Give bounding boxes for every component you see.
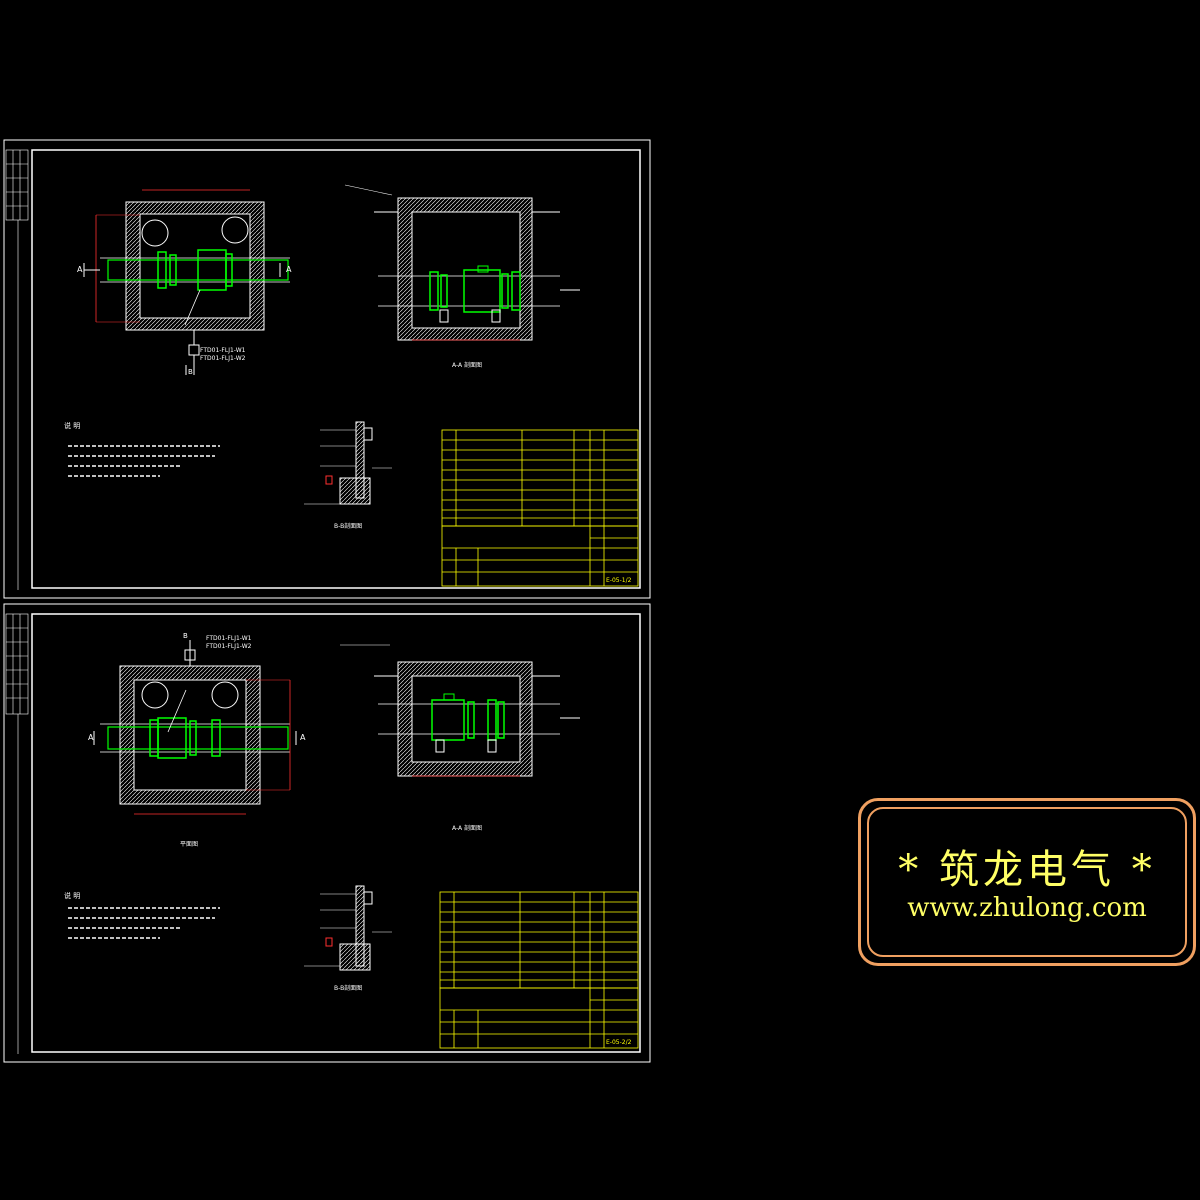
sheet-1-section-a-right: A — [286, 265, 292, 274]
sheet-2-inner-frame — [31, 613, 641, 1053]
sheet-2-cable-line-2: FTD01-FLJ1-W2 — [206, 643, 252, 650]
sheet-2-detail-title: B-B剖面图 — [334, 984, 362, 992]
sheet-2-section-a-right: A — [300, 733, 306, 742]
sheet-2-title-block — [439, 891, 639, 1049]
sheet-1-drawing-number: E-05-1/2 — [606, 577, 632, 584]
sheet-1-notes-title: 说 明 — [64, 421, 80, 430]
sheet-2-section-title: A-A 剖面图 — [452, 824, 482, 832]
sheet-2-detail-view: B-B剖面图 — [304, 885, 392, 992]
sheet-2-drawing-number: E-05-2/2 — [606, 1039, 632, 1046]
sheet-2: A A B FTD01-FLJ1-W1 FTD01-FLJ1-W2 平面图 — [3, 603, 651, 1063]
sheet-2-section-b: B — [183, 632, 188, 640]
sheet-2-section-a-left: A — [88, 733, 94, 742]
sheet-2-margin-stamp — [5, 613, 29, 1054]
sheet-1-cable-line-2: FTD01-FLJ1-W2 — [200, 355, 246, 362]
sheet-2-cable-line-1: FTD01-FLJ1-W1 — [206, 635, 252, 642]
sheet-1-detail-title: B-B剖面图 — [334, 522, 362, 530]
sheet-1-section-title: A-A 剖面图 — [452, 361, 482, 369]
sheet-2-plan-title: 平面图 — [180, 841, 198, 848]
sheet-2-notes: 说 明 — [64, 891, 220, 939]
sheet-1-cable-line-1: FTD01-FLJ1-W1 — [200, 347, 246, 354]
watermark-inner-border — [867, 807, 1187, 957]
sheet-1-plan-view: A A B FTD01-FLJ1-W1 FTD01-FLJ1-W2 — [77, 189, 292, 376]
watermark-title: * 筑龙电气 * — [898, 847, 1156, 893]
sheet-2-section-view: A-A 剖面图 — [340, 644, 580, 832]
sheet-1: A A B FTD01-FLJ1-W1 FTD01-FLJ1-W2 — [3, 139, 651, 599]
sheet-1-section-b: B — [188, 368, 193, 376]
sheet-1-section-view: A-A 剖面图 — [344, 184, 580, 369]
sheet-2-notes-title: 说 明 — [64, 891, 80, 900]
sheet-2-plan-view: A A B FTD01-FLJ1-W1 FTD01-FLJ1-W2 平面图 — [88, 632, 306, 848]
sheet-1-notes: 说 明 — [64, 421, 220, 477]
sheet-1-margin-stamp — [5, 149, 29, 590]
sheet-1-section-a-left: A — [77, 265, 83, 274]
sheet-1-outer-frame — [3, 139, 651, 599]
watermark-url: www.zhulong.com — [907, 893, 1147, 923]
sheet-1-inner-frame — [31, 149, 641, 589]
sheet-1-detail-view: B-B剖面图 — [304, 421, 392, 530]
watermark-badge: * 筑龙电气 * www.zhulong.com — [858, 798, 1196, 966]
sheet-2-outer-frame — [3, 603, 651, 1063]
sheet-1-title-block — [441, 429, 639, 587]
